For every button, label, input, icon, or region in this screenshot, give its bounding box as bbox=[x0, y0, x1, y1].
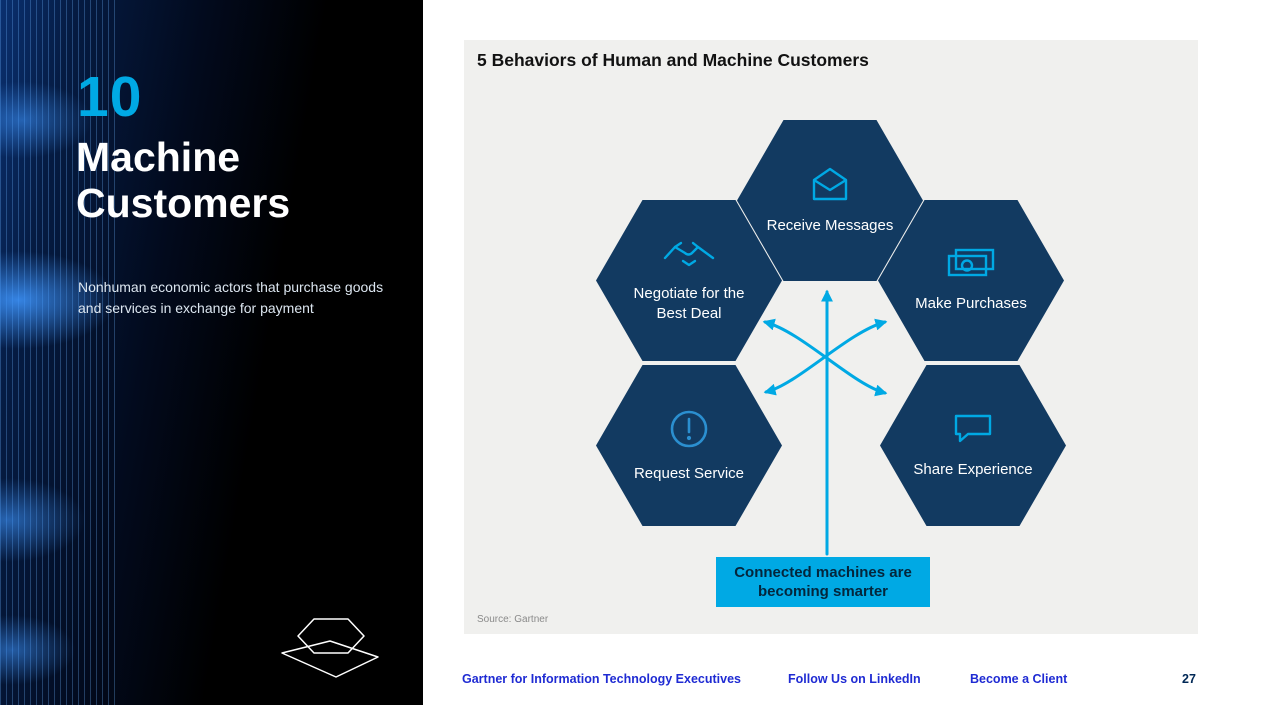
hexagon-share-experience: Share Experience bbox=[880, 365, 1066, 526]
footer-link-linkedin[interactable]: Follow Us on LinkedIn bbox=[788, 672, 921, 686]
exclamation-circle-icon bbox=[668, 408, 710, 456]
footer-link-gartner-it-executives[interactable]: Gartner for Information Technology Execu… bbox=[462, 672, 741, 686]
trend-description: Nonhuman economic actors that purchase g… bbox=[78, 279, 384, 316]
hexagon-label: Share Experience bbox=[913, 461, 1033, 478]
footer-link-become-client[interactable]: Become a Client bbox=[970, 672, 1068, 686]
trend-number: 10 bbox=[77, 65, 143, 129]
banknote-icon bbox=[947, 248, 995, 286]
diagram-title: 5 Behaviors of Human and Machine Custome… bbox=[477, 50, 869, 70]
source-note: Source: Gartner bbox=[477, 614, 549, 625]
page-number: 27 bbox=[1182, 672, 1196, 686]
hexagon-label: Request Service bbox=[633, 465, 745, 482]
speech-bubble-icon bbox=[952, 412, 994, 452]
envelope-icon bbox=[808, 166, 852, 208]
hexagon-request-service: Request Service bbox=[596, 365, 782, 526]
hexagon-label: Negotiate for the Best Deal bbox=[633, 285, 745, 322]
gartner-trend-logo-icon bbox=[274, 615, 384, 686]
left-panel: 10 Machine Customers Nonhuman economic a… bbox=[0, 0, 423, 705]
hexagon-label: Receive Messages bbox=[766, 217, 894, 234]
hexagon-label: Make Purchases bbox=[915, 295, 1027, 312]
diagram-panel: 5 Behaviors of Human and Machine Custome… bbox=[464, 40, 1198, 634]
page-title: Machine Customers bbox=[76, 134, 291, 227]
callout-banner: Connected machines are becoming smarter bbox=[716, 557, 930, 607]
handshake-icon bbox=[662, 238, 716, 276]
